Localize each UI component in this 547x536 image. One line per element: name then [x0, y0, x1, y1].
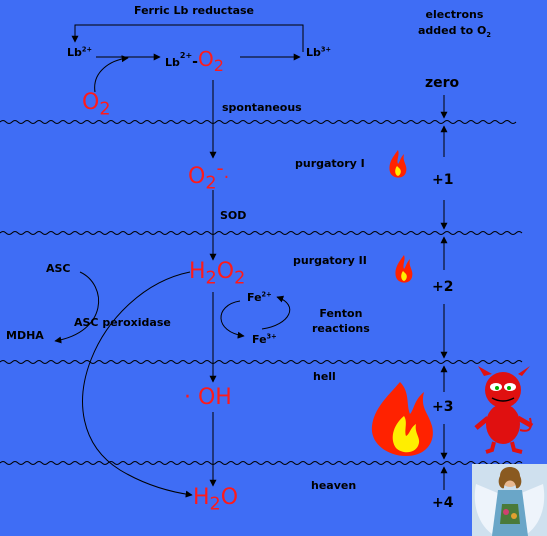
small-flame-icon [389, 150, 407, 178]
electrons-header: electrons added to O2 [418, 7, 491, 39]
spontaneous-label: spontaneous [222, 101, 302, 114]
mdha-label: MDHA [6, 329, 44, 342]
electron-count-2: +2 [432, 279, 454, 295]
hydroxyl-radical-species: · OH [184, 385, 232, 410]
fenton-arrow-lower [220, 300, 245, 339]
electron-count-zero: zero [425, 75, 460, 91]
dioxygen-species: O2 [82, 90, 111, 120]
lb3-label: Lb3+ [306, 45, 332, 59]
sod-label: SOD [220, 209, 247, 222]
big-flame-icon [371, 382, 433, 456]
fenton-arrow-upper [261, 295, 291, 330]
small-flame-icon [395, 255, 413, 283]
reductase-arrow [71, 24, 304, 52]
zone-separator-3 [0, 360, 523, 364]
zone-label-purgatory-1: purgatory I [295, 157, 365, 170]
zone-label-hell: hell [313, 370, 336, 383]
angel-icon [472, 464, 547, 536]
lbo2-lb: Lb [165, 56, 180, 69]
lbo2-dash: - [192, 54, 198, 70]
electron-count-3: +3 [432, 399, 454, 415]
electrons-header-line1: electrons [425, 8, 484, 21]
electron-count-1: +1 [432, 172, 454, 188]
asc-to-mdha-arrow [54, 271, 100, 344]
zone-separator-2 [0, 231, 523, 235]
zone-separator-4 [0, 461, 523, 465]
lbo2-oxygen: O2 [197, 47, 224, 75]
devil-icon [474, 366, 534, 454]
lbo2-complex: Lb2+-O2 [165, 47, 224, 75]
hydrogen-peroxide-species: H2O2 [189, 259, 246, 289]
zone-label-purgatory-2: purgatory II [293, 254, 367, 267]
zone-separator-1 [0, 120, 517, 124]
lbo2-sup: 2+ [179, 51, 193, 60]
lb2-label: Lb2+ [67, 45, 93, 59]
fe3-label: Fe3+ [252, 332, 277, 346]
water-species: H2O [193, 485, 239, 515]
fenton-label: Fenton reactions [312, 307, 370, 336]
asc-peroxidase-arc [82, 271, 193, 498]
asc-label: ASC [46, 262, 71, 275]
superoxide-species: O2-· [188, 156, 230, 194]
zone-label-heaven: heaven [311, 479, 357, 492]
electron-count-4: +4 [432, 495, 454, 511]
electrons-header-line2: added to O2 [418, 23, 491, 40]
oxygen-binding-arrow [94, 55, 129, 93]
asc-peroxidase-label: ASC peroxidase [74, 316, 171, 329]
fe2-label: Fe2+ [247, 290, 272, 304]
ferric-reductase-label: Ferric Lb reductase [134, 4, 255, 17]
